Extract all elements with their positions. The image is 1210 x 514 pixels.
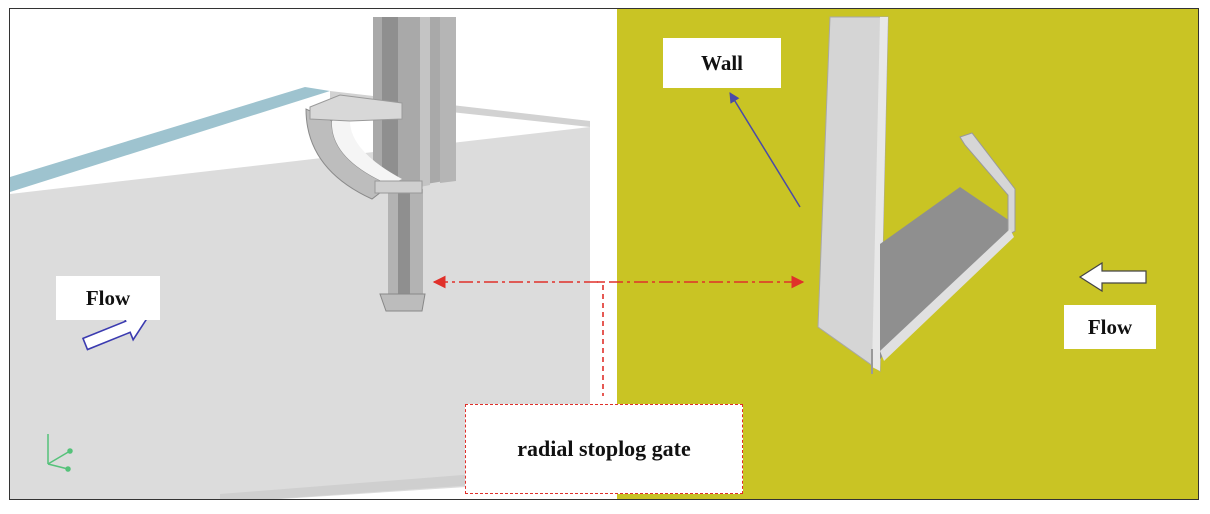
gate-annotation [432,275,805,396]
arrow-left-outline-icon [1078,261,1147,293]
figure-frame: Flow Flow Wall radial stoplog gate [9,8,1199,500]
wall-label: Wall [663,38,781,88]
xyz-axis-triad-icon [47,434,73,472]
channel-floor [10,127,590,499]
channel-wall-top [10,87,330,192]
gate-panel [880,187,1010,359]
diagram-scene [10,9,1198,499]
flow-label-right: Flow [1064,305,1156,349]
gate-connector [597,281,604,396]
flow-label-left: Flow [56,276,160,320]
wall-pointer-arrow [729,92,801,208]
channel-3d-view [10,17,590,499]
radial-stoplog-gate-3d [305,17,456,312]
gate-label: radial stoplog gate [465,404,743,494]
